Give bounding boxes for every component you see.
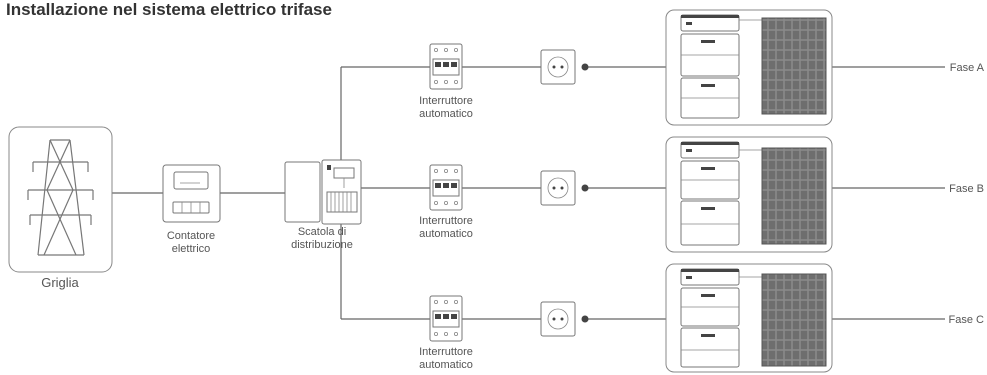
breaker-b: Interruttore automatico	[419, 164, 473, 240]
power-tower-icon	[27, 139, 94, 256]
meter-label-line2: elettrico	[172, 243, 211, 255]
connector-dot	[581, 315, 589, 323]
distribution-label-line1: Scatola di	[298, 226, 346, 238]
circuit-breaker-icon	[429, 164, 463, 211]
socket-b	[540, 170, 589, 206]
wiring	[112, 66, 945, 320]
battery-stack-icon	[680, 268, 740, 368]
phase-c-label: Fase C	[949, 314, 985, 326]
phase-a-label: Fase A	[950, 62, 985, 74]
power-unit-c	[665, 263, 833, 373]
breaker-a-label-line2: automatico	[419, 108, 473, 120]
breaker-b-label-line1: Interruttore	[419, 215, 473, 227]
solar-panel-icon	[761, 17, 827, 115]
grid-label: Griglia	[41, 275, 79, 290]
circuit-breaker-icon	[429, 295, 463, 342]
power-unit-a	[665, 9, 833, 126]
distribution-door	[284, 161, 321, 223]
connector-dot	[581, 184, 589, 192]
battery-stack-icon	[680, 14, 740, 119]
socket-a	[540, 49, 589, 85]
electric-meter: Contatore elettrico	[162, 164, 221, 255]
grid-tower: Griglia	[8, 126, 113, 290]
connector-dot	[581, 63, 589, 71]
distribution-label-line2: distribuzione	[291, 239, 353, 251]
breaker-b-label-line2: automatico	[419, 228, 473, 240]
solar-panel-icon	[761, 147, 827, 245]
socket-icon	[540, 170, 576, 206]
meter-label-line1: Contatore	[167, 230, 215, 242]
battery-stack-icon	[680, 141, 740, 246]
solar-panel-icon	[761, 273, 827, 367]
diagram-title: Installazione nel sistema elettrico trif…	[6, 0, 332, 19]
breaker-c-label-line2: automatico	[419, 359, 473, 371]
breaker-c: Interruttore automatico	[419, 295, 473, 371]
power-unit-b	[665, 136, 833, 253]
phase-b-label: Fase B	[949, 183, 984, 195]
breaker-a-label-line1: Interruttore	[419, 95, 473, 107]
grid-frame	[8, 126, 113, 273]
breaker-c-label-line1: Interruttore	[419, 346, 473, 358]
circuit-breaker-icon	[429, 43, 463, 90]
socket-icon	[540, 301, 576, 337]
breaker-a: Interruttore automatico	[419, 43, 473, 120]
socket-icon	[540, 49, 576, 85]
socket-c	[540, 301, 589, 337]
distribution-box: Scatola di distribuzione	[284, 159, 362, 251]
